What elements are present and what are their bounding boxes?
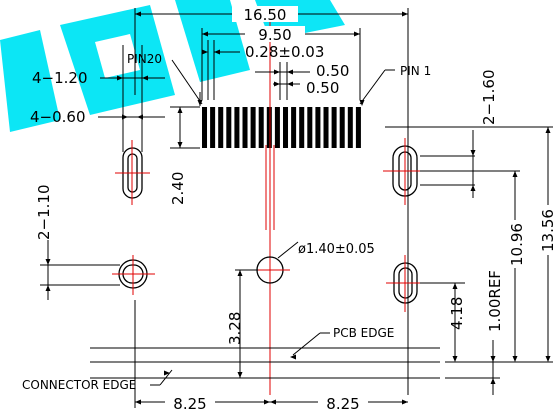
connector-edge-leader [159,369,173,386]
dim-arrow [512,171,518,177]
dim-height-b: 13.56 [539,209,555,252]
dim-ref: 1.00REF [486,270,504,332]
contact-pin [274,107,280,148]
dim-arrow [202,31,208,37]
contact-pin [331,107,337,148]
dim-arrow [237,372,243,378]
dim-center-hole: ø1.40±0.05 [298,242,375,257]
contact-pin [315,107,321,148]
dim-arrow [452,356,458,362]
left-lower-hole [112,255,155,295]
dim-bg [505,220,525,268]
dim-arrow [45,285,51,291]
dim-pitch-b: 0.50 [306,79,339,97]
label-pin1: PIN 1 [400,64,431,78]
label-connector-edge: CONNECTOR EDGE [22,378,136,392]
dim-arrow [142,75,148,81]
dim-center-hole-offset: 3.28 [226,312,244,345]
right-lower-slot [386,255,425,312]
dim-slot-left: 2−1.10 [35,184,53,240]
dim-arrow [197,100,203,106]
contact-pin [258,107,264,148]
contact-pins [202,107,361,148]
label-pin20: PIN20 [127,52,162,66]
dim-peg-hole-width: 4−1.20 [32,69,88,87]
dim-arrow [287,69,293,75]
dim-arrow [490,356,496,362]
watermark [0,0,345,132]
contact-pin [347,107,353,148]
dim-arrow [177,107,183,113]
dim-slot-right: 2−1.60 [480,69,498,125]
dim-arrow [137,114,143,120]
dim-arrow [237,270,243,276]
pin20-leader [171,59,203,105]
dim-arrow [290,354,296,360]
dim-bg [245,26,305,42]
dim-half-right: 8.25 [326,395,359,413]
left-upper-slot [115,140,150,205]
dim-arrow [470,150,476,156]
contact-pin [250,107,256,148]
contact-pin [226,107,232,148]
dim-pin-width: 0.28±0.03 [245,43,324,61]
contact-pin [355,107,361,148]
dim-arrow [287,81,293,87]
contact-pin [218,107,224,148]
dim-arrow [545,127,551,133]
dim-arrow [135,399,141,405]
dim-bg [538,205,555,255]
dim-arrow [214,49,220,55]
contact-pin [266,107,272,148]
dim-height-a: 10.96 [508,223,526,266]
dim-bg [318,394,368,410]
pin1-leader [359,69,386,105]
contact-pin [291,107,297,148]
dim-arrow [202,49,208,55]
dim-overall-width: 16.50 [244,6,287,24]
dim-peg-offset: 4.18 [448,297,466,330]
contact-pin [323,107,329,148]
dim-arrow [354,31,360,37]
dim-arrow [452,283,458,289]
dim-pin-span: 9.50 [258,26,291,44]
dimension-arrows [45,11,551,405]
dim-arrow [545,356,551,362]
contact-pin [283,107,289,148]
contact-pin [234,107,240,148]
dim-arrow [117,75,123,81]
contact-pin [242,107,248,148]
dim-arrow [122,114,128,120]
dim-bg [165,394,215,410]
dim-arrow [512,356,518,362]
dim-arrow [402,399,408,405]
dim-pitch-a: 0.50 [316,62,349,80]
label-pcb-edge: PCB EDGE [333,326,394,340]
dim-arrow [470,185,476,191]
contact-pin [210,107,216,148]
pcb-edge-leader [292,332,321,356]
dim-contact-len: 2.40 [169,172,187,205]
dim-arrow [164,370,170,376]
dim-arrow [359,100,365,106]
dim-arrow [490,378,496,384]
dim-arrow [264,399,270,405]
dim-arrow [45,259,51,265]
contact-pin [307,107,313,148]
dim-peg-slot: 4−0.60 [30,108,86,126]
dim-half-left: 8.25 [173,395,206,413]
contact-pin [202,107,208,148]
contact-pin [339,107,345,148]
dim-arrow [274,81,280,87]
dim-arrow [177,142,183,148]
dim-arrow [402,11,408,17]
dim-arrow [135,11,141,17]
dim-arrow [274,69,280,75]
dim-arrow [270,399,276,405]
contact-pin [299,107,305,148]
dim-bg [232,6,298,22]
center-hole-leader [277,241,299,259]
